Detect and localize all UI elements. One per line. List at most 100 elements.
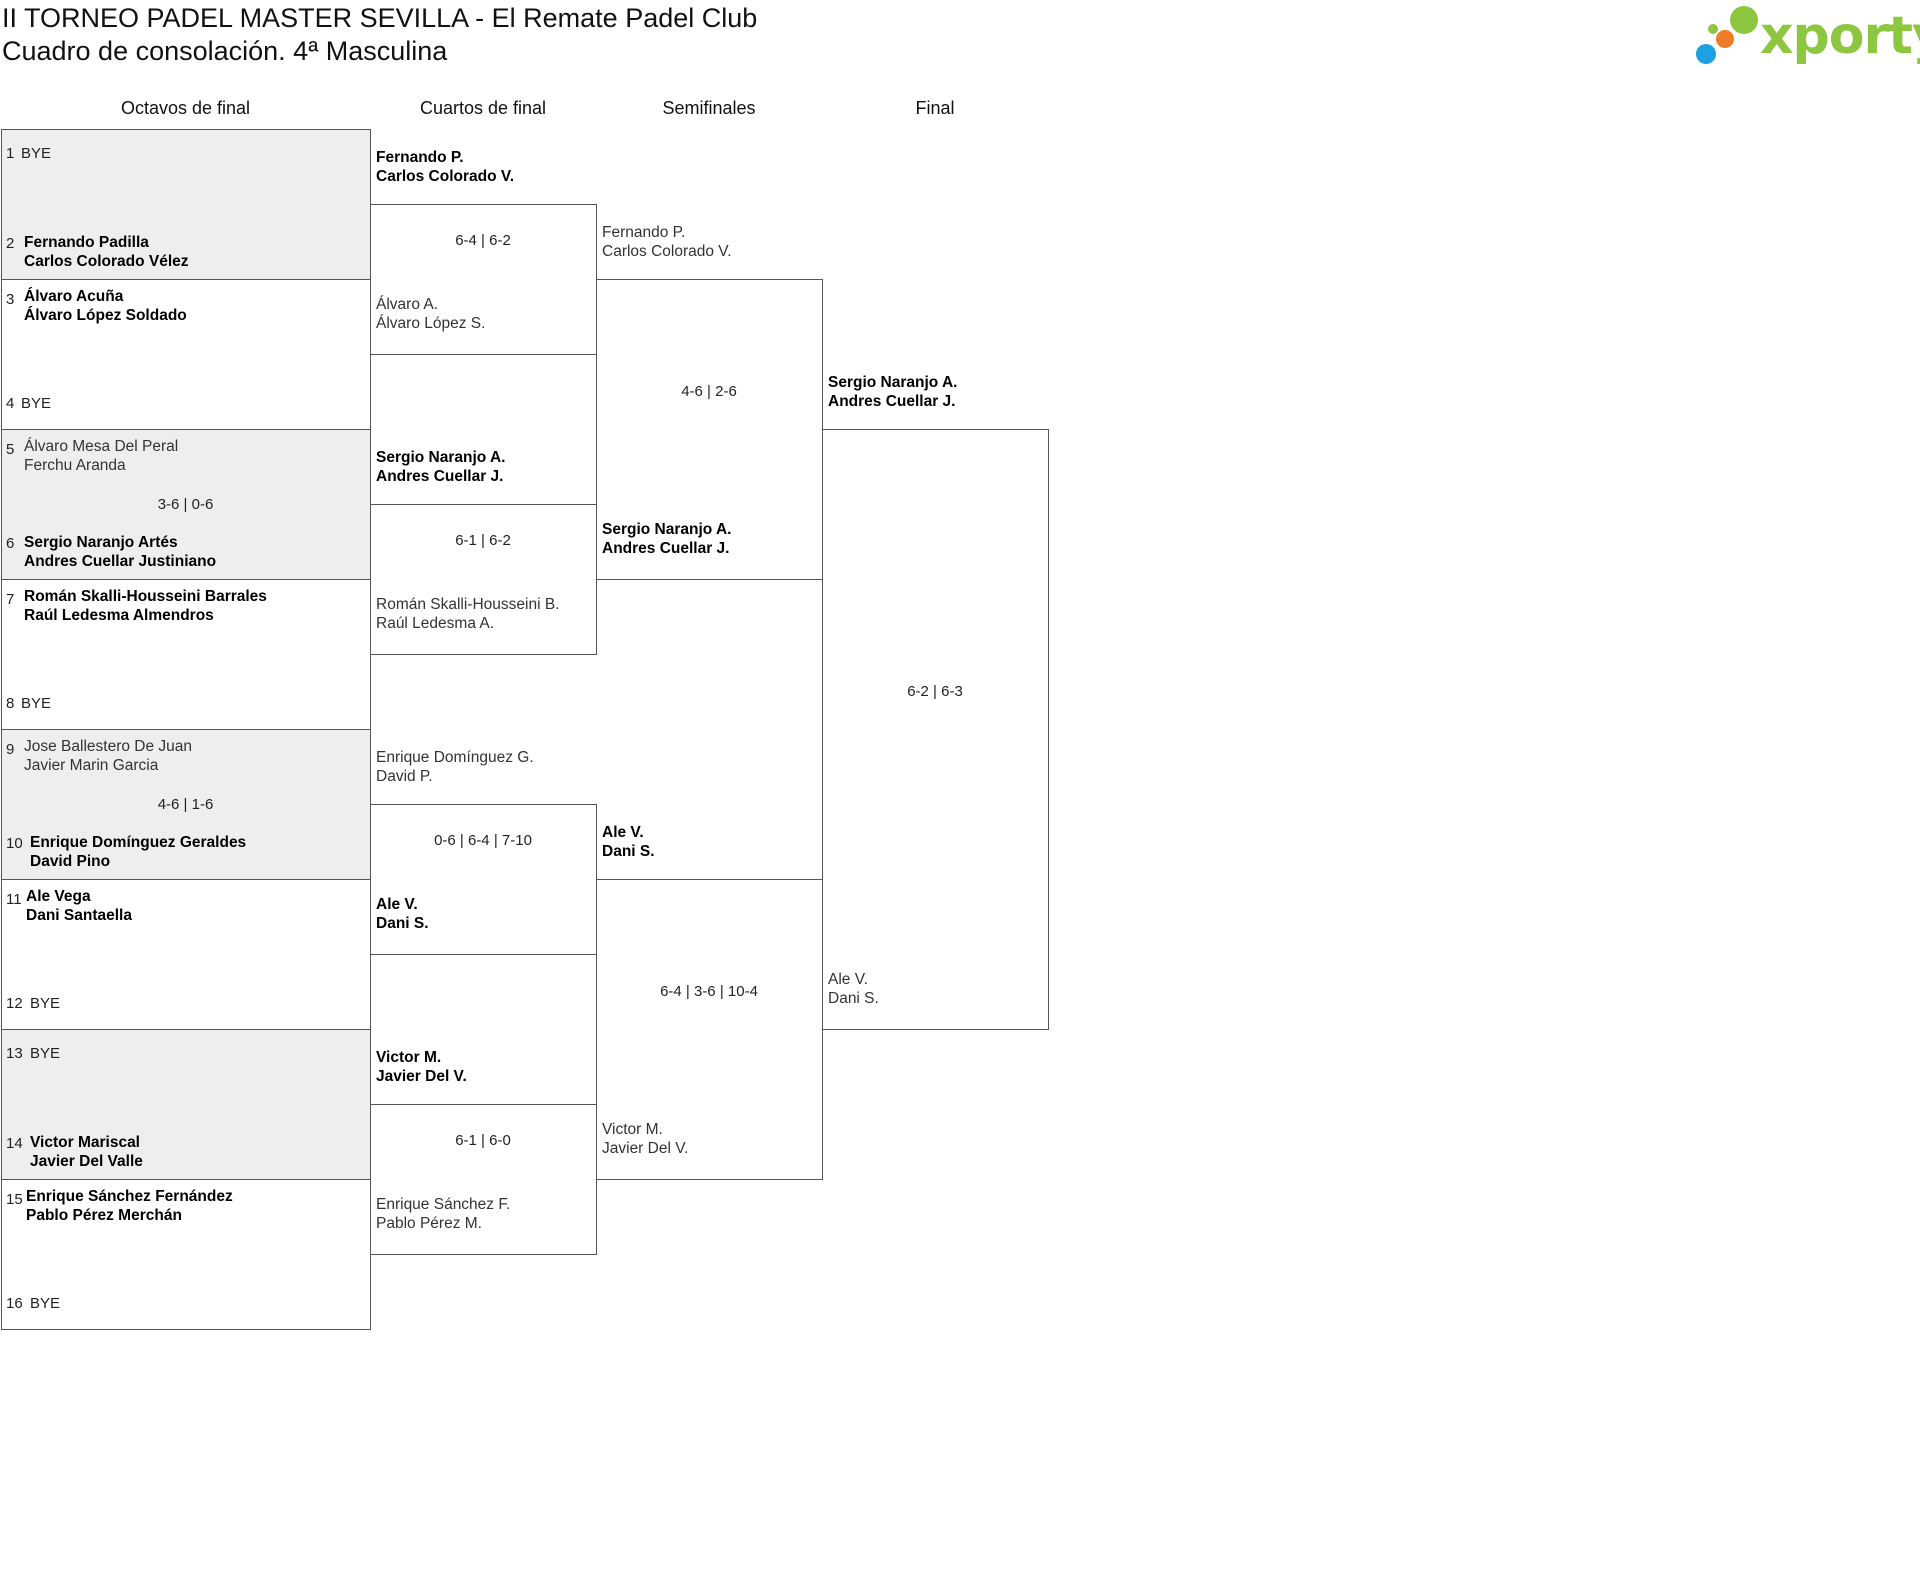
seed-number: 16 bbox=[6, 1295, 23, 1312]
cuartos-pair: Victor M.Javier Del V. bbox=[376, 1048, 596, 1086]
cuartos-pair-player-2: Andres Cuellar J. bbox=[376, 468, 504, 485]
octavos-pair-player-2: Raúl Ledesma Almendros bbox=[24, 607, 214, 624]
octavos-pair-player-1: Román Skalli-Housseini Barrales bbox=[24, 588, 267, 605]
seed-number: 3 bbox=[6, 291, 15, 308]
octavos-match-box bbox=[1, 1029, 371, 1180]
octavos-match-box bbox=[1, 429, 371, 580]
cuartos-match-box bbox=[370, 1104, 597, 1255]
round-header-semifinales: Semifinales bbox=[662, 98, 756, 118]
seed-number: 7 bbox=[6, 591, 15, 608]
bye-label: BYE bbox=[21, 395, 52, 412]
octavos-pair-player-1: Álvaro Mesa Del Peral bbox=[24, 438, 179, 455]
octavos-match-box bbox=[1, 879, 371, 1030]
bye-label: BYE bbox=[30, 1295, 61, 1312]
match-score: 4-6 | 2-6 bbox=[681, 383, 737, 400]
semifinal-pair-player-2: Javier Del V. bbox=[602, 1140, 689, 1157]
seed-number: 12 bbox=[6, 995, 23, 1012]
seed-number: 4 bbox=[6, 395, 15, 412]
octavos-pair-player-1: Jose Ballestero De Juan bbox=[24, 738, 193, 755]
octavos-match-box bbox=[1, 129, 371, 280]
cuartos-pair-player-2: Javier Del V. bbox=[376, 1068, 467, 1085]
octavos-pair-player-1: Enrique Domínguez Geraldes bbox=[30, 834, 247, 851]
octavos-pair-player-1: Sergio Naranjo Artés bbox=[24, 534, 178, 551]
octavos-pair-player-2: David Pino bbox=[30, 853, 111, 870]
round-header-cuartos: Cuartos de final bbox=[419, 98, 547, 118]
logo-dot-green bbox=[1730, 6, 1758, 34]
octavos-match-box bbox=[1, 279, 371, 430]
xporty-logo[interactable]: xporty bbox=[1696, 4, 1920, 68]
cuartos-pair-player-2: Álvaro López S. bbox=[376, 315, 486, 332]
seed-number: 1 bbox=[6, 145, 15, 162]
cuartos-pair: Enrique Domínguez G. David P. bbox=[376, 748, 596, 786]
semifinal-pair: Fernando P. Carlos Colorado V. bbox=[602, 223, 822, 261]
semifinal-match-box bbox=[596, 279, 823, 580]
final-pair: Ale V. Dani S. bbox=[828, 970, 1048, 1008]
match-score: 6-4 | 6-2 bbox=[455, 232, 511, 249]
match-score: 4-6 | 1-6 bbox=[157, 796, 214, 813]
octavos-pair-player-1: Fernando Padilla bbox=[24, 234, 149, 251]
semifinal-pair-player-2: Dani S. bbox=[602, 843, 655, 860]
final-pair-player-1: Ale V. bbox=[828, 971, 868, 988]
cuartos-pair-player-2: Carlos Colorado V. bbox=[376, 168, 515, 185]
final-pair-player-2: Dani S. bbox=[828, 990, 879, 1007]
cuartos-pair: Román Skalli-Housseini B.Raúl Ledesma A. bbox=[376, 595, 596, 633]
match-score: 6-1 | 6-0 bbox=[455, 1132, 511, 1149]
bye-label: BYE bbox=[21, 145, 52, 162]
seed-number: 15 bbox=[6, 1191, 23, 1208]
octavos-pair-player-2: Álvaro López Soldado bbox=[24, 307, 187, 324]
semifinal-pair-player-2: Carlos Colorado V. bbox=[602, 243, 732, 260]
octavos-match bbox=[1, 1029, 370, 1179]
logo-wordmark: xporty bbox=[1760, 6, 1920, 66]
final-pair-player-2: Andres Cuellar J. bbox=[828, 393, 956, 410]
bye-label: BYE bbox=[21, 695, 52, 712]
cuartos-pair-player-1: Enrique Domínguez G. bbox=[376, 749, 534, 766]
final-match-box bbox=[822, 429, 1049, 1030]
logo-dot-orange bbox=[1716, 30, 1734, 48]
cuartos-pair: Ale V. Dani S. bbox=[376, 895, 596, 933]
seed-number: 8 bbox=[6, 695, 15, 712]
seed-number: 13 bbox=[6, 1045, 23, 1062]
bye-label: BYE bbox=[30, 1045, 61, 1062]
round-header-final: Final bbox=[915, 98, 955, 118]
semifinal-pair-player-2: Andres Cuellar J. bbox=[602, 540, 730, 557]
semifinal-pair: Victor M. Javier Del V. bbox=[602, 1120, 822, 1158]
seed-number: 9 bbox=[6, 741, 15, 758]
semifinal-pair-player-1: Sergio Naranjo A. bbox=[602, 521, 732, 538]
octavos-match-box bbox=[1, 579, 371, 730]
cuartos-match-box bbox=[370, 804, 597, 955]
seed-number: 6 bbox=[6, 535, 15, 552]
cuartos-pair-player-2: Dani S. bbox=[376, 915, 429, 932]
octavos-pair-player-1: Ale Vega bbox=[26, 888, 91, 905]
final-pair: Sergio Naranjo A.Andres Cuellar J. bbox=[828, 373, 1048, 411]
logo-dot-small bbox=[1708, 24, 1718, 34]
semifinal-pair-player-1: Victor M. bbox=[602, 1121, 663, 1138]
octavos-pair-player-2: Ferchu Aranda bbox=[24, 457, 126, 474]
cuartos-pair-player-1: Ale V. bbox=[376, 896, 418, 913]
octavos-pair-player-2: Dani Santaella bbox=[26, 907, 132, 924]
page-title: II TORNEO PADEL MASTER SEVILLA - El Rema… bbox=[2, 3, 758, 33]
cuartos-pair-player-2: David P. bbox=[376, 768, 433, 785]
octavos-pair-player-2: Javier Marin Garcia bbox=[24, 757, 159, 774]
logo-dot-blue bbox=[1696, 44, 1716, 64]
cuartos-pair-player-1: Sergio Naranjo A. bbox=[376, 449, 506, 466]
match-score: 6-1 | 6-2 bbox=[455, 532, 511, 549]
semifinal-pair-player-1: Fernando P. bbox=[602, 224, 686, 241]
semifinal-match-box bbox=[596, 879, 823, 1180]
cuartos-pair-player-2: Pablo Pérez M. bbox=[376, 1215, 482, 1232]
cuartos-pair: Fernando P. Carlos Colorado V. bbox=[376, 148, 596, 186]
octavos-pair-player-2: Andres Cuellar Justiniano bbox=[24, 553, 217, 570]
semifinal-pair: Ale V.Dani S. bbox=[602, 823, 822, 861]
cuartos-match-box bbox=[370, 204, 597, 355]
octavos-pair-player-1: Álvaro Acuña bbox=[24, 288, 124, 305]
cuartos-pair-player-1: Fernando P. bbox=[376, 149, 464, 166]
